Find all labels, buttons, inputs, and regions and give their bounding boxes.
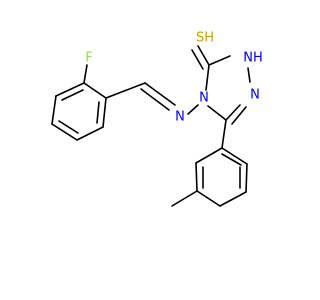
bond	[105, 82, 146, 99]
bond-double-inner	[221, 153, 242, 166]
bond	[205, 64, 210, 91]
imine-double-bond	[140, 82, 176, 111]
bond	[225, 104, 241, 121]
bond	[245, 163, 248, 193]
bond	[144, 82, 176, 106]
bond	[140, 88, 170, 111]
molecule-canvas: F SH NH N N N	[51, 31, 263, 207]
bond	[208, 55, 231, 66]
bond	[51, 123, 78, 141]
bond	[83, 64, 88, 84]
bond	[219, 191, 247, 207]
bond	[247, 67, 251, 83]
bond	[197, 45, 210, 66]
fluorine-atom: F	[85, 51, 92, 66]
bond	[191, 49, 204, 70]
bond	[76, 126, 104, 141]
tolyl-ring	[195, 147, 248, 207]
bond	[221, 147, 248, 165]
bond	[102, 97, 107, 128]
bond-double-inner	[96, 101, 100, 124]
thione-double-bond	[191, 45, 210, 70]
bond	[221, 119, 227, 149]
bond-double-inner	[61, 89, 84, 101]
bond	[187, 104, 199, 115]
bond	[231, 106, 247, 125]
molecule-structure: F SH NH N N N	[51, 31, 263, 207]
fluorophenyl-ring	[51, 82, 107, 141]
thiol-atom: SH	[196, 31, 214, 46]
ring-nitrogen-4-atom: N	[199, 91, 209, 106]
bond	[55, 82, 85, 97]
bond	[196, 190, 221, 207]
bond	[51, 95, 57, 125]
bond-double-inner	[58, 120, 79, 134]
methyl-bond	[171, 190, 198, 207]
triazole-ring	[205, 55, 251, 125]
bond	[207, 105, 227, 121]
bond	[195, 147, 223, 164]
ring-nitrogen-2-atom: N	[250, 88, 260, 103]
bond	[195, 162, 198, 192]
imine-nitrogen-atom: N	[175, 110, 185, 125]
nh-atom: NH	[243, 51, 263, 66]
bond	[83, 82, 107, 99]
